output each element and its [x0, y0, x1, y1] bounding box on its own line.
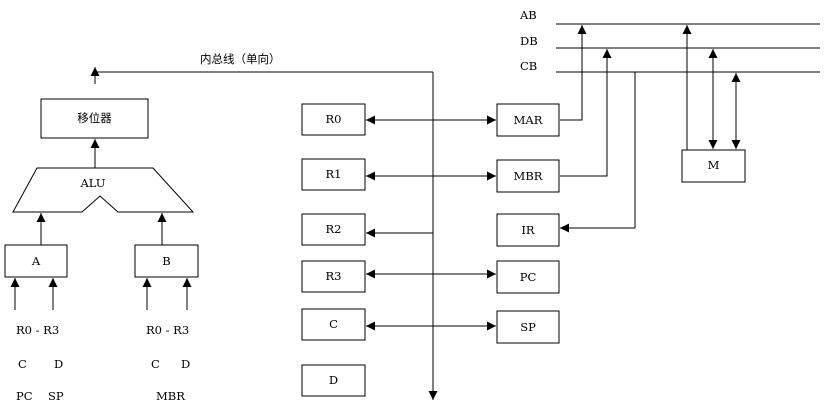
register-mar-box — [496, 103, 560, 137]
memory-box — [681, 149, 746, 183]
general-registers: R0 R1 R2 R3 C D — [301, 103, 366, 397]
register-r3-label: R3 — [326, 269, 342, 283]
system-buses: AB DB CB — [519, 8, 820, 73]
internal-bus-label: 内总线（单向） — [200, 52, 281, 66]
external-bus-connections: M — [560, 25, 746, 233]
a-input-r0-r3: R0 - R3 — [16, 323, 59, 337]
register-r3-box — [301, 260, 366, 293]
register-r0-box — [301, 103, 366, 136]
register-a-box — [4, 244, 68, 278]
register-mbr-box — [496, 159, 560, 193]
b-input-mbr: MBR — [156, 389, 185, 403]
alu-shape — [12, 167, 195, 213]
internal-bus: 内总线（单向） — [90, 52, 438, 400]
shifter-box — [40, 98, 149, 139]
data-bus-label: DB — [520, 34, 538, 48]
alu-section: 移位器 ALU A B R0 - R3 C D PC SP R0 - R3 C … — [4, 98, 199, 403]
register-r1-label: R1 — [326, 167, 342, 181]
register-pc-label: PC — [520, 270, 537, 284]
register-sp-box — [496, 310, 560, 344]
register-r2-box — [301, 213, 366, 246]
register-b-box — [134, 244, 199, 278]
register-c-box — [301, 308, 366, 341]
register-b-label: B — [162, 254, 170, 268]
alu-label: ALU — [79, 176, 105, 190]
register-ir-box — [496, 213, 560, 247]
a-input-pc: PC — [16, 389, 33, 403]
memory-label: M — [708, 158, 720, 172]
register-r1-box — [301, 158, 366, 191]
a-input-sp: SP — [48, 389, 64, 403]
b-input-c: C — [151, 357, 160, 371]
register-d-label: D — [329, 373, 338, 387]
cb-to-ir-arrow — [560, 72, 636, 233]
register-a-label: A — [31, 254, 41, 268]
internal-bus-top-line — [94, 68, 433, 73]
mbr-to-db-arrow — [560, 49, 612, 177]
b-input-d: D — [181, 357, 190, 371]
control-bus-label: CB — [520, 59, 537, 73]
b-input-r0-r3: R0 - R3 — [146, 323, 189, 337]
register-c-label: C — [329, 317, 338, 331]
special-registers: MAR MBR IR PC SP — [496, 103, 560, 344]
register-d-box — [301, 364, 366, 397]
register-r0-label: R0 — [326, 112, 342, 126]
register-ir-label: IR — [521, 223, 535, 237]
register-sp-label: SP — [520, 320, 536, 334]
address-bus-label: AB — [519, 8, 537, 22]
register-mar-label: MAR — [514, 113, 543, 127]
a-input-c: C — [18, 357, 27, 371]
shifter-label: 移位器 — [77, 111, 112, 125]
register-pc-box — [496, 260, 560, 294]
register-bus-connections — [366, 115, 496, 331]
a-input-d: D — [54, 357, 63, 371]
mar-to-ab-arrow — [560, 25, 587, 121]
register-r2-label: R2 — [326, 222, 342, 236]
register-mbr-label: MBR — [514, 169, 543, 183]
